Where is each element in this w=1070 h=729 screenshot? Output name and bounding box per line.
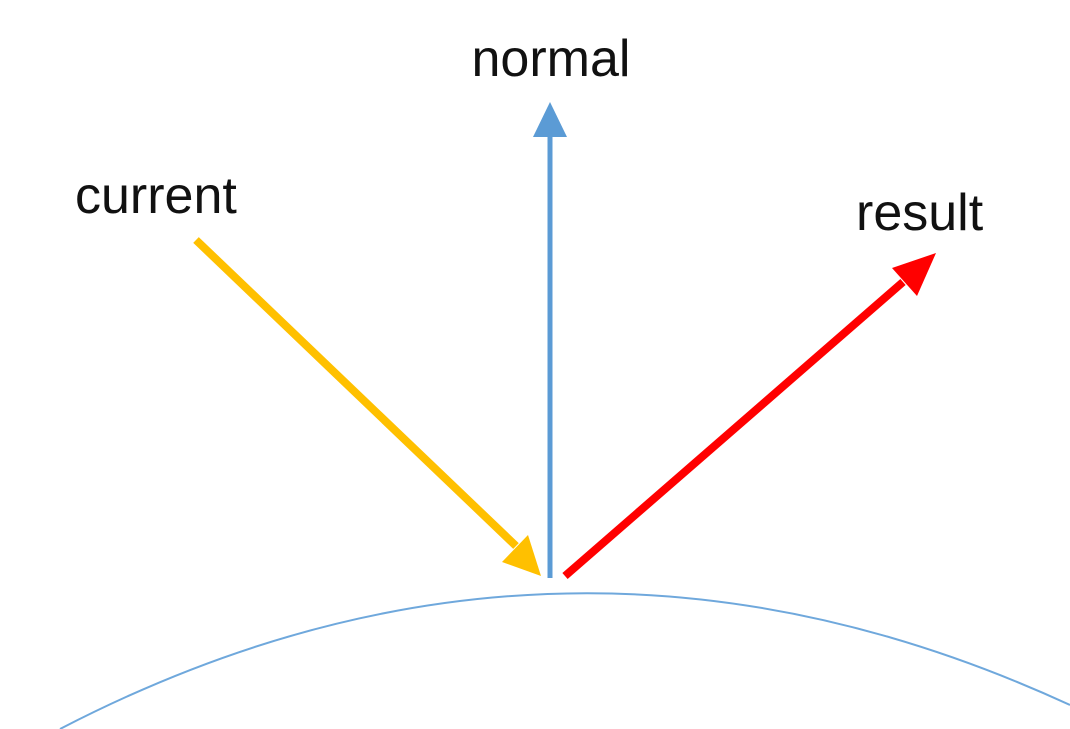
result-arrowhead xyxy=(892,253,936,296)
normal-arrowhead xyxy=(533,102,567,137)
result-label: result xyxy=(856,184,984,242)
surface-curve xyxy=(59,592,1070,729)
current-arrow-shaft xyxy=(193,237,519,549)
current-label: current xyxy=(75,167,237,225)
current-arrow-icon xyxy=(193,237,541,576)
normal-arrow-icon xyxy=(533,102,567,578)
result-arrow-icon xyxy=(562,253,936,580)
current-arrowhead xyxy=(502,535,541,576)
normal-label: normal xyxy=(472,30,631,88)
result-arrow-shaft xyxy=(562,278,906,580)
